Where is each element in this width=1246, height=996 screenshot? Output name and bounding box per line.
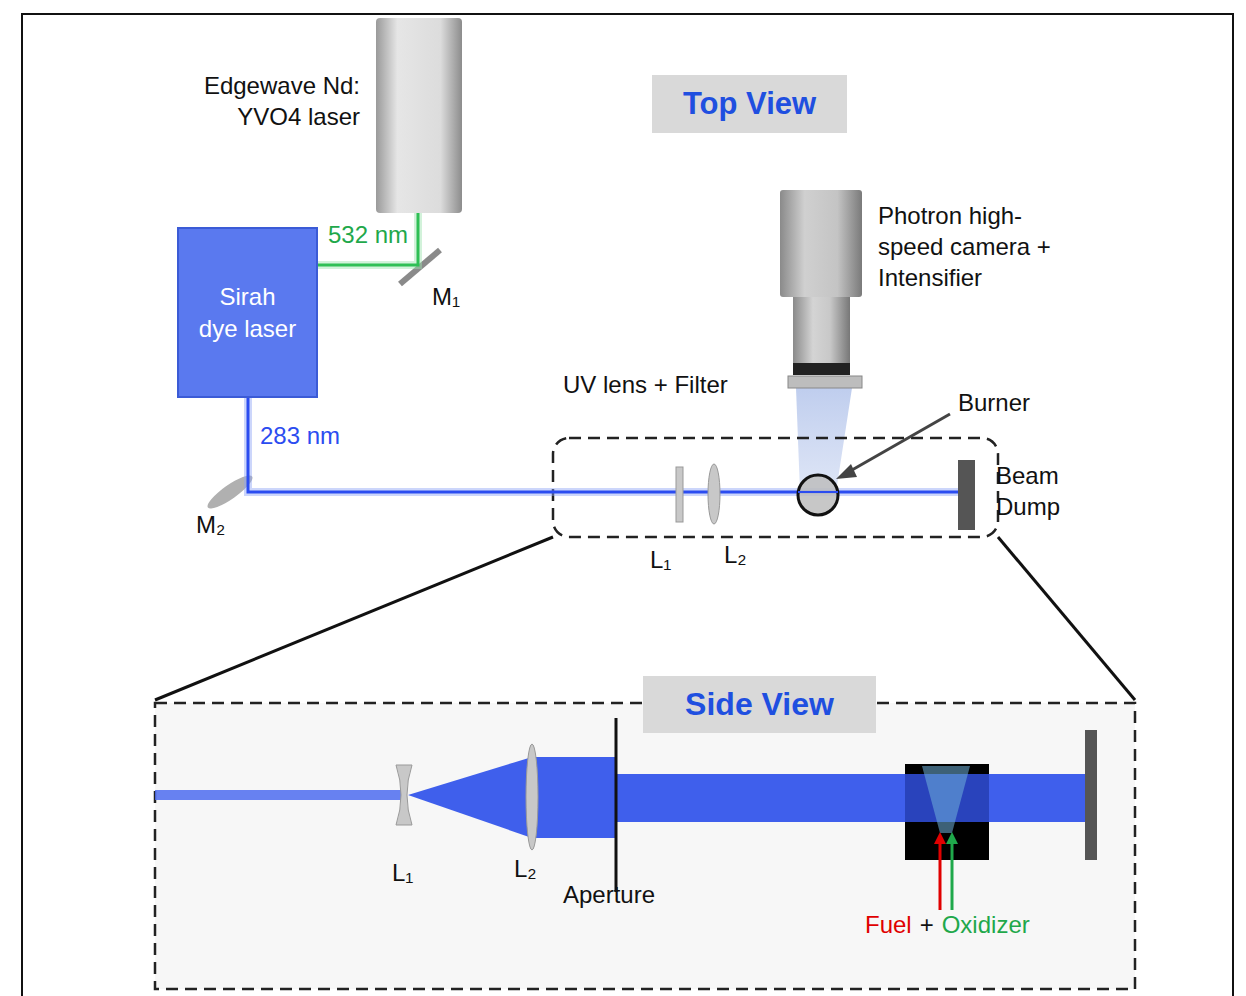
lens-label: L₂ [514, 856, 537, 882]
laser-beam [318, 213, 418, 265]
laser-box: Edgewave Nd: YVO4 laser [376, 18, 462, 213]
beam-glow [248, 398, 958, 492]
beam-core [318, 213, 418, 265]
zoom-box [553, 438, 998, 537]
callout-label: Burner [958, 390, 1030, 416]
lens [676, 467, 683, 522]
camera-part [793, 363, 850, 375]
node-label: Top View [683, 84, 816, 124]
node-label: Edgewave Nd: YVO4 laser [185, 70, 360, 132]
fuel-arrow [939, 840, 942, 910]
beam-core [248, 398, 958, 492]
node-label: Sirah dye laser [198, 281, 298, 343]
beam-dump [1085, 730, 1097, 860]
leader-line [836, 464, 857, 479]
lens [708, 464, 720, 524]
oxidizer-label: Oxidizer [942, 912, 1030, 938]
node-label: Beam Dump [996, 460, 1096, 522]
lens-label: L₁ [392, 860, 413, 886]
beam [616, 774, 1090, 822]
zoom-line [998, 537, 1135, 700]
fuel-arrow [934, 832, 946, 844]
view-title: Side View [643, 676, 876, 733]
plus-sign: + [920, 912, 934, 938]
mirror-label: M₂ [196, 512, 225, 538]
beam [532, 757, 616, 838]
node-label: Side View [685, 684, 834, 726]
camera-box: Photron high-speed camera + Intensifier [780, 190, 862, 297]
burner [905, 764, 989, 860]
beam-dump: Beam Dump [958, 460, 975, 530]
mirror-label: M₁ [432, 284, 460, 310]
flame [922, 766, 970, 833]
dye-laser-box: Sirah dye laser [177, 227, 318, 398]
beam [155, 790, 405, 800]
oxidizer-arrow [946, 832, 958, 844]
burner [798, 475, 838, 515]
aperture [615, 718, 618, 892]
node-label: Photron high-speed camera + Intensifier [878, 200, 1068, 294]
filter [788, 376, 862, 388]
zoom-line [155, 537, 553, 700]
lens [526, 744, 538, 850]
beam [408, 757, 532, 838]
wavelength-label: 532 nm [326, 222, 410, 248]
lens-label: L₂ [724, 542, 747, 568]
leader-line [845, 414, 950, 474]
beam-glow [318, 213, 418, 265]
side-panel [155, 703, 1135, 989]
fuel-label: Fuel [865, 912, 912, 938]
component-label: UV lens + Filter [563, 372, 728, 398]
lens-label: L₁ [650, 547, 671, 573]
laser-beam [248, 398, 958, 492]
view-title: Top View [652, 75, 847, 133]
oxidizer-arrow [951, 840, 954, 910]
camera-part [793, 297, 850, 363]
lens [396, 765, 412, 825]
wavelength-label: 283 nm [258, 423, 342, 449]
beam [798, 491, 838, 493]
component-label: Aperture [563, 882, 655, 908]
frame [22, 14, 1233, 996]
